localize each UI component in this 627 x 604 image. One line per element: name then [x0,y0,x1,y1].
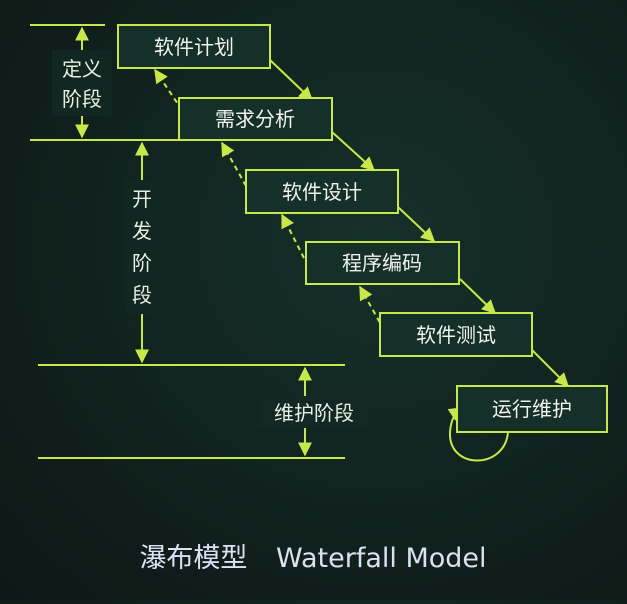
phase-definition-line-2: 阶段 [62,87,102,111]
feedback-coding-to-design [281,213,305,259]
step-testing: 软件测试 [379,312,533,357]
phase-labels: 定义 阶段 开 发 阶 段 维护阶段 [52,50,370,428]
step-coding: 程序编码 [305,241,460,285]
arrow-design-to-coding [397,206,436,242]
step-maintain: 运行维护 [456,385,608,433]
arrow-plan-to-analysis [269,59,314,101]
caption-zh: 瀑布模型 [139,543,247,574]
feedback-design-to-analysis [221,141,247,187]
step-analysis: 需求分析 [178,97,333,141]
phase-extent-arrows [75,26,312,457]
arrow-testing-to-maintain [531,349,569,387]
phase-boundaries [30,24,345,459]
step-design-label: 软件设计 [282,180,362,204]
maintain-self-loop [447,407,509,462]
feedback-arrows [154,68,385,331]
definition-label-bg [52,50,112,116]
phase-maintenance-label: 维护阶段 [274,401,354,425]
caption: 瀑布模型 Waterfall Model [139,543,486,574]
phase-development-line-3: 阶 [132,251,152,275]
step-boxes: 软件计划 需求分析 软件设计 程序编码 软件测试 运行维护 [117,24,608,433]
step-analysis-label: 需求分析 [215,107,295,131]
phase-development-line-4: 段 [132,283,152,307]
arrow-coding-to-testing [459,278,497,314]
step-maintain-label: 运行维护 [492,397,572,421]
feedback-analysis-to-plan [154,68,183,111]
phase-development-line-2: 发 [132,219,152,243]
phase-development-line-1: 开 [132,187,152,211]
step-plan: 软件计划 [117,24,271,69]
step-coding-label: 程序编码 [342,251,422,275]
step-testing-label: 软件测试 [416,323,496,347]
arrow-analysis-to-design [331,131,376,171]
step-plan-label: 软件计划 [154,35,234,59]
step-design: 软件设计 [245,169,399,214]
maintenance-label-bg [258,396,370,428]
caption-en: Waterfall Model [276,543,487,574]
forward-arrows [269,59,569,387]
phase-definition-line-1: 定义 [62,57,102,81]
development-label-bg [126,180,158,314]
